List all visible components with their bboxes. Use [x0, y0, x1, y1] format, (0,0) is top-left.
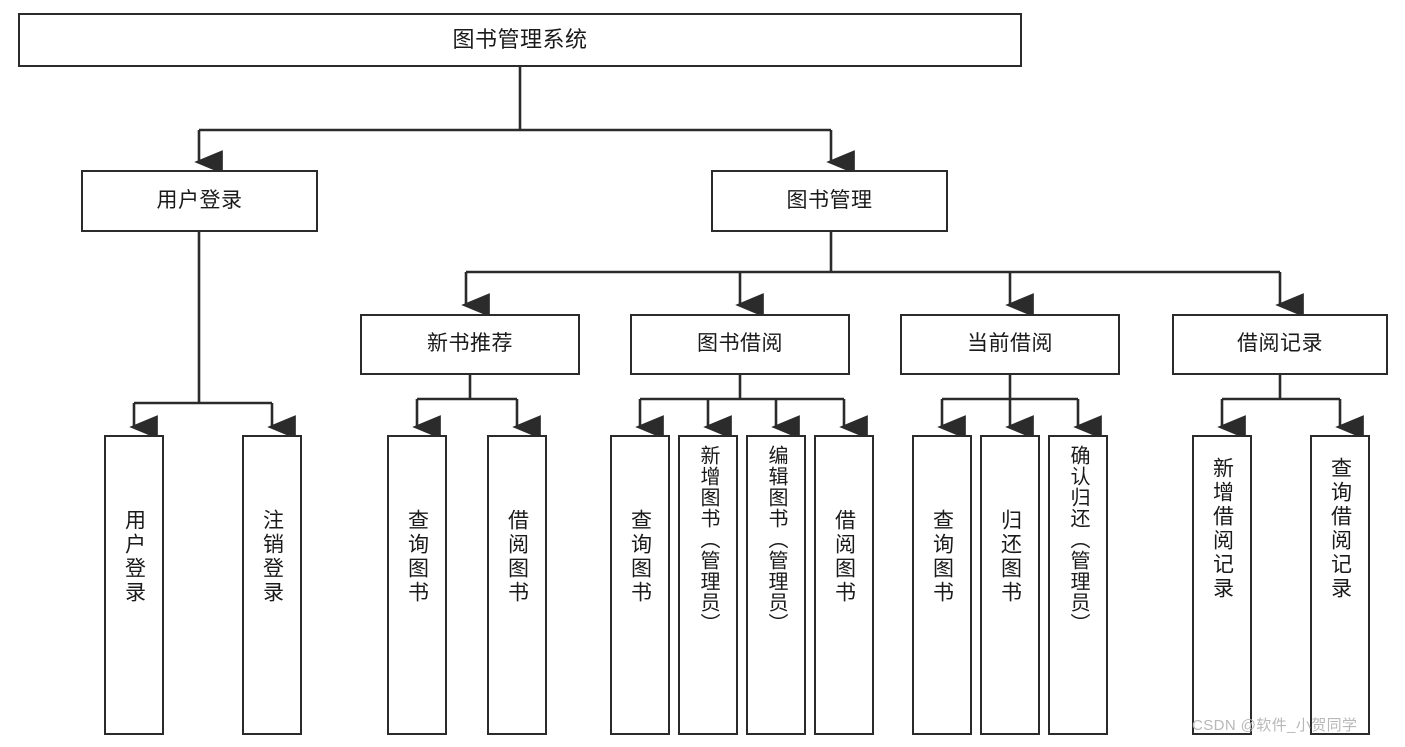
leaf-user-login-logout[interactable]: 注销登录 [242, 435, 302, 735]
leaf-book-borrow-edit[interactable]: 编辑图书（管理员） [746, 435, 806, 735]
leaf-current-borrow-confirm-return[interactable]: 确认归还（管理员） [1048, 435, 1108, 735]
node-label: 查询图书 [628, 509, 652, 605]
node-label: 查询借阅记录 [1328, 457, 1352, 601]
node-label: 图书借阅 [697, 332, 783, 356]
leaf-current-borrow-query[interactable]: 查询图书 [912, 435, 972, 735]
node-label: 借阅图书 [505, 509, 529, 605]
node-label: 编辑图书（管理员） [765, 445, 787, 634]
node-book-management[interactable]: 图书管理 [711, 170, 948, 232]
node-label: 借阅记录 [1237, 332, 1323, 356]
node-label: 新增借阅记录 [1210, 457, 1234, 601]
node-label: 图书管理系统 [452, 27, 588, 53]
leaf-new-book-borrow[interactable]: 借阅图书 [487, 435, 547, 735]
node-label: 用户登录 [156, 188, 243, 212]
node-label: 新增图书（管理员） [697, 445, 719, 634]
leaf-book-borrow-add[interactable]: 新增图书（管理员） [678, 435, 738, 735]
csdn-watermark: CSDN @软件_小贺同学 [1192, 717, 1358, 734]
node-label: 新书推荐 [427, 332, 513, 356]
leaf-book-borrow-borrow[interactable]: 借阅图书 [814, 435, 874, 735]
node-label: 注销登录 [260, 509, 284, 605]
leaf-borrow-record-add[interactable]: 新增借阅记录 [1192, 435, 1252, 735]
leaf-user-login-login[interactable]: 用户登录 [104, 435, 164, 735]
node-label: 借阅图书 [832, 509, 856, 605]
node-label: 确认归还（管理员） [1067, 445, 1089, 634]
node-label: 用户登录 [122, 509, 146, 605]
leaf-new-book-query[interactable]: 查询图书 [387, 435, 447, 735]
node-book-borrow[interactable]: 图书借阅 [630, 314, 850, 375]
node-current-borrow[interactable]: 当前借阅 [900, 314, 1120, 375]
leaf-book-borrow-query[interactable]: 查询图书 [610, 435, 670, 735]
node-label: 归还图书 [998, 509, 1022, 605]
node-root-system[interactable]: 图书管理系统 [18, 13, 1022, 67]
leaf-current-borrow-return[interactable]: 归还图书 [980, 435, 1040, 735]
leaf-borrow-record-query[interactable]: 查询借阅记录 [1310, 435, 1370, 735]
node-label: 当前借阅 [967, 332, 1053, 356]
node-user-login[interactable]: 用户登录 [81, 170, 318, 232]
node-label: 查询图书 [405, 509, 429, 605]
node-label: 图书管理 [786, 188, 873, 212]
node-new-book-recommend[interactable]: 新书推荐 [360, 314, 580, 375]
node-borrow-record[interactable]: 借阅记录 [1172, 314, 1388, 375]
node-label: 查询图书 [930, 509, 954, 605]
